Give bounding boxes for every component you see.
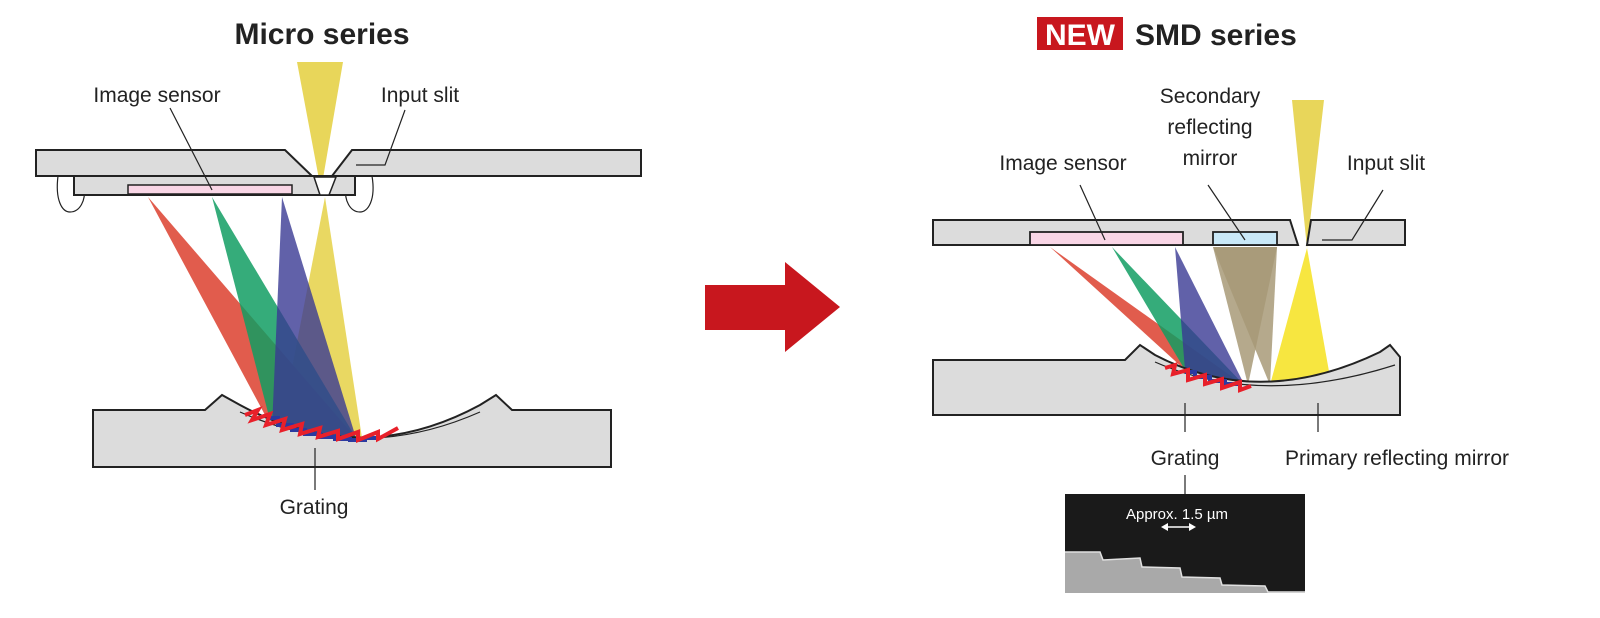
grating-grooves-blue bbox=[1185, 370, 1240, 386]
secondary-mirror-label-line3: mirror bbox=[1183, 147, 1238, 170]
yellow-beam-to-primary bbox=[1270, 248, 1330, 385]
tan-beam-secondary-to-grating bbox=[1213, 247, 1277, 385]
micro-series-panel: Micro series Image sensor Input slit bbox=[35, 18, 642, 519]
blue-beam bbox=[1175, 247, 1245, 386]
input-light-beam bbox=[1292, 100, 1324, 248]
new-badge bbox=[1037, 17, 1123, 50]
secondary-mirror-label-line1: Secondary bbox=[1160, 85, 1261, 108]
grating-label: Grating bbox=[1151, 447, 1220, 470]
secondary-mirror-label-line2: reflecting bbox=[1167, 116, 1252, 139]
top-plate-right bbox=[329, 149, 642, 177]
double-arrow-icon bbox=[1161, 523, 1196, 531]
mounting-hook-left bbox=[56, 175, 85, 213]
image-sensor-right bbox=[1029, 231, 1184, 246]
input-slit-label: Input slit bbox=[381, 84, 459, 107]
primary-mirror-label: Primary reflecting mirror bbox=[1285, 447, 1509, 470]
arrow-right-icon bbox=[705, 262, 840, 352]
input-light-beam bbox=[297, 62, 343, 190]
grating-grooves-red bbox=[1164, 362, 1252, 393]
image-sensor-leader bbox=[169, 107, 213, 191]
grating-label: Grating bbox=[280, 496, 349, 519]
image-sensor-label: Image sensor bbox=[93, 84, 220, 107]
secondary-reflecting-mirror bbox=[1212, 231, 1278, 246]
image-sensor-leader bbox=[1079, 184, 1106, 241]
micro-series-title: Micro series bbox=[234, 18, 409, 51]
image-sensor-label: Image sensor bbox=[999, 152, 1126, 175]
grating-grooves-red bbox=[244, 406, 399, 443]
grating-base-right bbox=[932, 343, 1401, 416]
blue-beam bbox=[272, 197, 356, 438]
grating-sem-image: Approx. 1.5 µm bbox=[1065, 475, 1305, 593]
mounting-hook-right bbox=[345, 175, 374, 213]
smd-series-panel: NEW SMD series Secondary reflecting mirr… bbox=[932, 17, 1509, 593]
slit-opening bbox=[312, 176, 338, 196]
smd-series-title: SMD series bbox=[1135, 19, 1297, 52]
top-plate-left bbox=[35, 149, 315, 177]
input-slit-label: Input slit bbox=[1347, 152, 1425, 175]
secondary-mirror-leader bbox=[1207, 184, 1246, 241]
scale-label: Approx. 1.5 µm bbox=[1126, 506, 1228, 523]
input-slit-leader bbox=[1322, 189, 1384, 241]
input-slit-leader bbox=[356, 109, 406, 166]
new-badge-text: NEW bbox=[1045, 19, 1116, 52]
